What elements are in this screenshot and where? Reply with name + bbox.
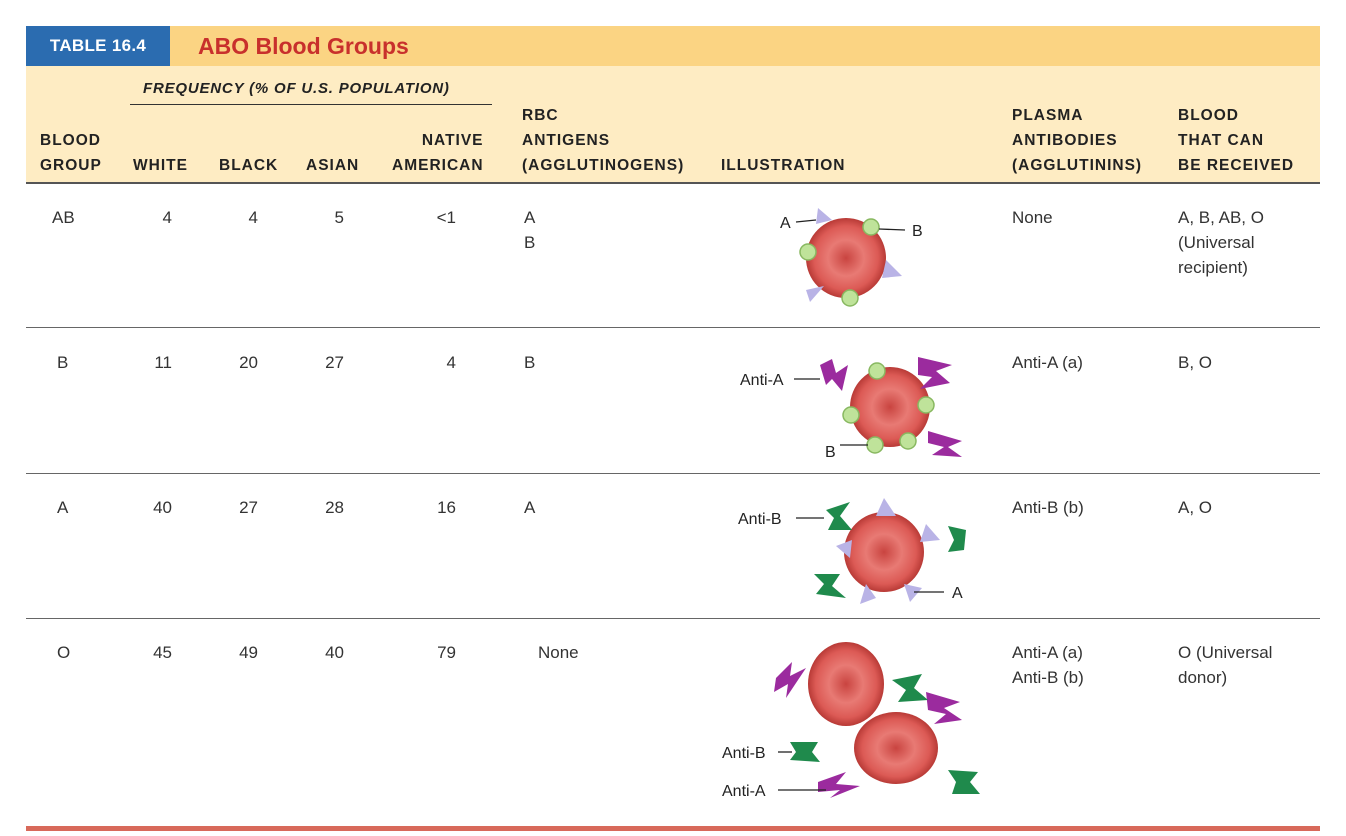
cell-black: 27 (239, 498, 258, 517)
antigen-b-marker (862, 218, 880, 236)
header-white: WHITE (133, 157, 188, 174)
anti-b-antibody (948, 526, 966, 552)
cell-native: 16 (437, 498, 456, 517)
red-blood-cell (854, 712, 938, 784)
antigen-b-marker (842, 406, 860, 424)
anti-a-antibody (820, 359, 848, 391)
row-separator (26, 327, 1320, 328)
cell-antigens: B (524, 353, 536, 372)
illustration-label: A (780, 215, 791, 232)
antigen-b-marker (866, 436, 884, 454)
anti-a-antibody (774, 662, 806, 698)
red-blood-cell (844, 512, 924, 592)
cell-group: B (57, 353, 69, 372)
antigen-b-marker (917, 396, 935, 414)
bottom-rule (26, 826, 1320, 831)
cell-antigens: A B (524, 208, 536, 252)
cell-native: 79 (437, 643, 456, 662)
antigen-a-marker (904, 584, 922, 602)
header-plasma-antibodies: PLASMA ANTIBODIES (AGGLUTININS) (1012, 107, 1143, 174)
cell-asian: 5 (334, 208, 344, 227)
header-rbc-antigens: RBC ANTIGENS (AGGLUTINOGENS) (522, 107, 685, 174)
cell-asian: 28 (325, 498, 344, 517)
frequency-group-header: FREQUENCY (% OF U.S. POPULATION) (143, 80, 450, 97)
anti-b-antibody (826, 502, 852, 530)
antigen-b-marker (899, 432, 917, 450)
anti-a-antibody (818, 772, 860, 798)
anti-b-antibody (892, 674, 928, 702)
row-separator (26, 473, 1320, 474)
header-band (26, 66, 1320, 184)
antigen-a-marker (816, 208, 832, 224)
anti-a-antibody (928, 431, 962, 457)
illustration-label: Anti-B (722, 745, 766, 762)
header-black: BLACK (219, 157, 279, 174)
illustration-label: B (912, 223, 923, 240)
cell-antibodies: Anti-A (a) Anti-B (b) (1012, 643, 1084, 687)
cell-received: A, B, AB, O (Universal recipient) (1178, 208, 1264, 277)
cell-black: 4 (248, 208, 258, 227)
header-blood-received: BLOOD THAT CAN BE RECEIVED (1178, 107, 1295, 174)
antigen-b-marker (841, 289, 859, 307)
antigen-b-marker (868, 362, 886, 380)
cell-received: A, O (1178, 498, 1213, 517)
red-blood-cell (850, 367, 930, 447)
cell-antibodies: Anti-A (a) (1012, 353, 1083, 372)
illustration-label: A (952, 585, 963, 602)
anti-b-antibody (790, 742, 820, 762)
antigen-a-marker (920, 524, 940, 542)
table-tag: TABLE 16.4 (26, 26, 170, 66)
cell-native: <1 (436, 208, 456, 227)
illustration-label: B (825, 444, 836, 461)
illustration-a: Anti-B A (738, 498, 966, 604)
row-separator (26, 618, 1320, 619)
cell-group: AB (52, 208, 75, 227)
anti-a-antibody (926, 692, 962, 724)
header-asian: ASIAN (306, 157, 360, 174)
cell-white: 4 (162, 208, 172, 227)
red-blood-cell (806, 218, 886, 298)
cell-group: O (57, 643, 71, 662)
illustration-b: Anti-A B (740, 357, 962, 461)
cell-black: 49 (239, 643, 258, 662)
anti-b-antibody (948, 770, 980, 794)
illustration-label: Anti-A (740, 372, 784, 389)
table-title: ABO Blood Groups (198, 33, 409, 59)
cell-group: A (57, 498, 69, 517)
header-illustration: ILLUSTRATION (721, 157, 846, 174)
cell-native: 4 (446, 353, 456, 372)
cell-antibodies: None (1012, 208, 1053, 227)
header-blood-group: BLOOD GROUP (40, 132, 102, 174)
cell-antigens: None (538, 643, 579, 662)
red-blood-cell (808, 642, 884, 726)
antigen-a-marker (860, 584, 876, 604)
cell-white: 40 (153, 498, 172, 517)
antigen-b-marker (799, 243, 817, 261)
illustration-o: Anti-B Anti-A (722, 642, 980, 800)
cell-received: O (Universal donor) (1178, 643, 1273, 687)
cell-asian: 40 (325, 643, 344, 662)
anti-a-antibody (918, 357, 952, 389)
header-rule (26, 182, 1320, 184)
frequency-underline (130, 104, 492, 105)
antigen-a-marker (806, 286, 824, 302)
illustration-ab: A B (780, 208, 923, 307)
header-native-american: NATIVE AMERICAN (392, 132, 484, 174)
illustration-label: Anti-B (738, 511, 782, 528)
cell-antibodies: Anti-B (b) (1012, 498, 1084, 517)
anti-b-antibody (814, 574, 846, 598)
illustration-label: Anti-A (722, 783, 766, 800)
cell-asian: 27 (325, 353, 344, 372)
cell-received: B, O (1178, 353, 1213, 372)
cell-black: 20 (239, 353, 258, 372)
cell-antigens: A (524, 498, 536, 517)
cell-white: 45 (153, 643, 172, 662)
cell-white: 11 (154, 353, 172, 372)
antigen-a-marker (876, 498, 896, 516)
antigen-a-marker (882, 260, 902, 278)
antigen-a-marker (836, 540, 852, 558)
title-bar: TABLE 16.4 ABO Blood Groups (26, 26, 1320, 66)
